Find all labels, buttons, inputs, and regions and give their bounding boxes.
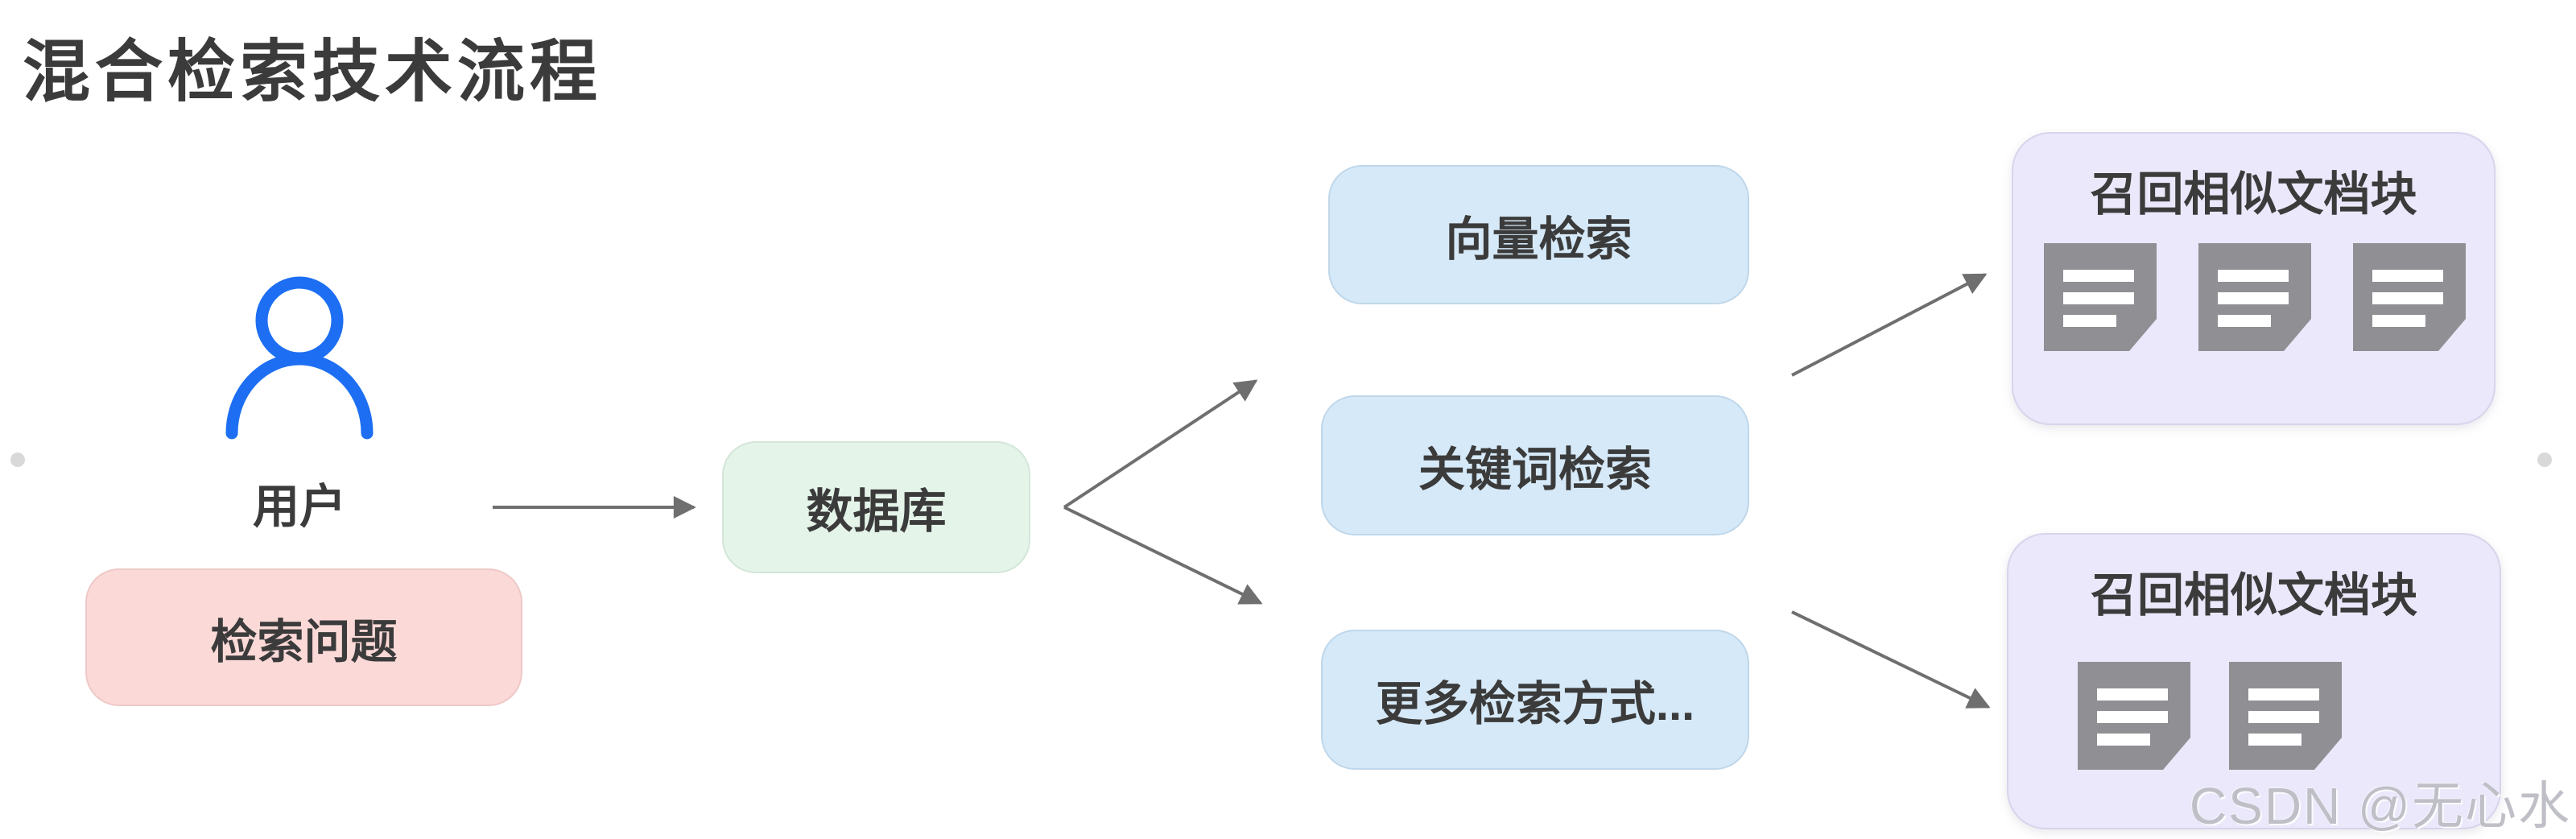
- right-edge-dot: [2537, 453, 2552, 467]
- user-node-label: 用户: [252, 481, 346, 533]
- document-icon-row: [2078, 662, 2342, 770]
- recall-docs-bottom-node: 召回相似文档块: [2007, 533, 2501, 829]
- recall-docs-bottom-label: 召回相似文档块: [2090, 569, 2417, 622]
- recall-docs-top-node: 召回相似文档块: [2012, 132, 2496, 425]
- query-node: 检索问题: [85, 568, 522, 706]
- more-methods-node: 更多检索方式...: [1321, 630, 1749, 770]
- left-edge-dot: [10, 453, 25, 467]
- recall-docs-top-label: 召回相似文档块: [2090, 168, 2417, 221]
- document-icon: [2044, 243, 2157, 351]
- keyword-search-node: 关键词检索: [1321, 395, 1749, 535]
- page-title: 混合检索技术流程: [23, 34, 603, 110]
- document-icon: [2353, 243, 2466, 351]
- person-icon: [225, 276, 374, 440]
- document-icon: [2198, 243, 2311, 351]
- arrow-to-recall-top: [1791, 273, 1988, 377]
- arrow-database-to-vector: [1063, 379, 1258, 509]
- arrow-to-recall-bottom: [1791, 610, 1991, 709]
- document-icon: [2229, 662, 2342, 770]
- arrow-database-to-more: [1063, 506, 1263, 605]
- vector-search-node: 向量检索: [1328, 165, 1749, 304]
- document-icon-row: [2044, 243, 2466, 351]
- watermark: CSDN @无心水: [2189, 777, 2571, 835]
- database-node: 数据库: [722, 441, 1030, 573]
- document-icon: [2078, 662, 2190, 770]
